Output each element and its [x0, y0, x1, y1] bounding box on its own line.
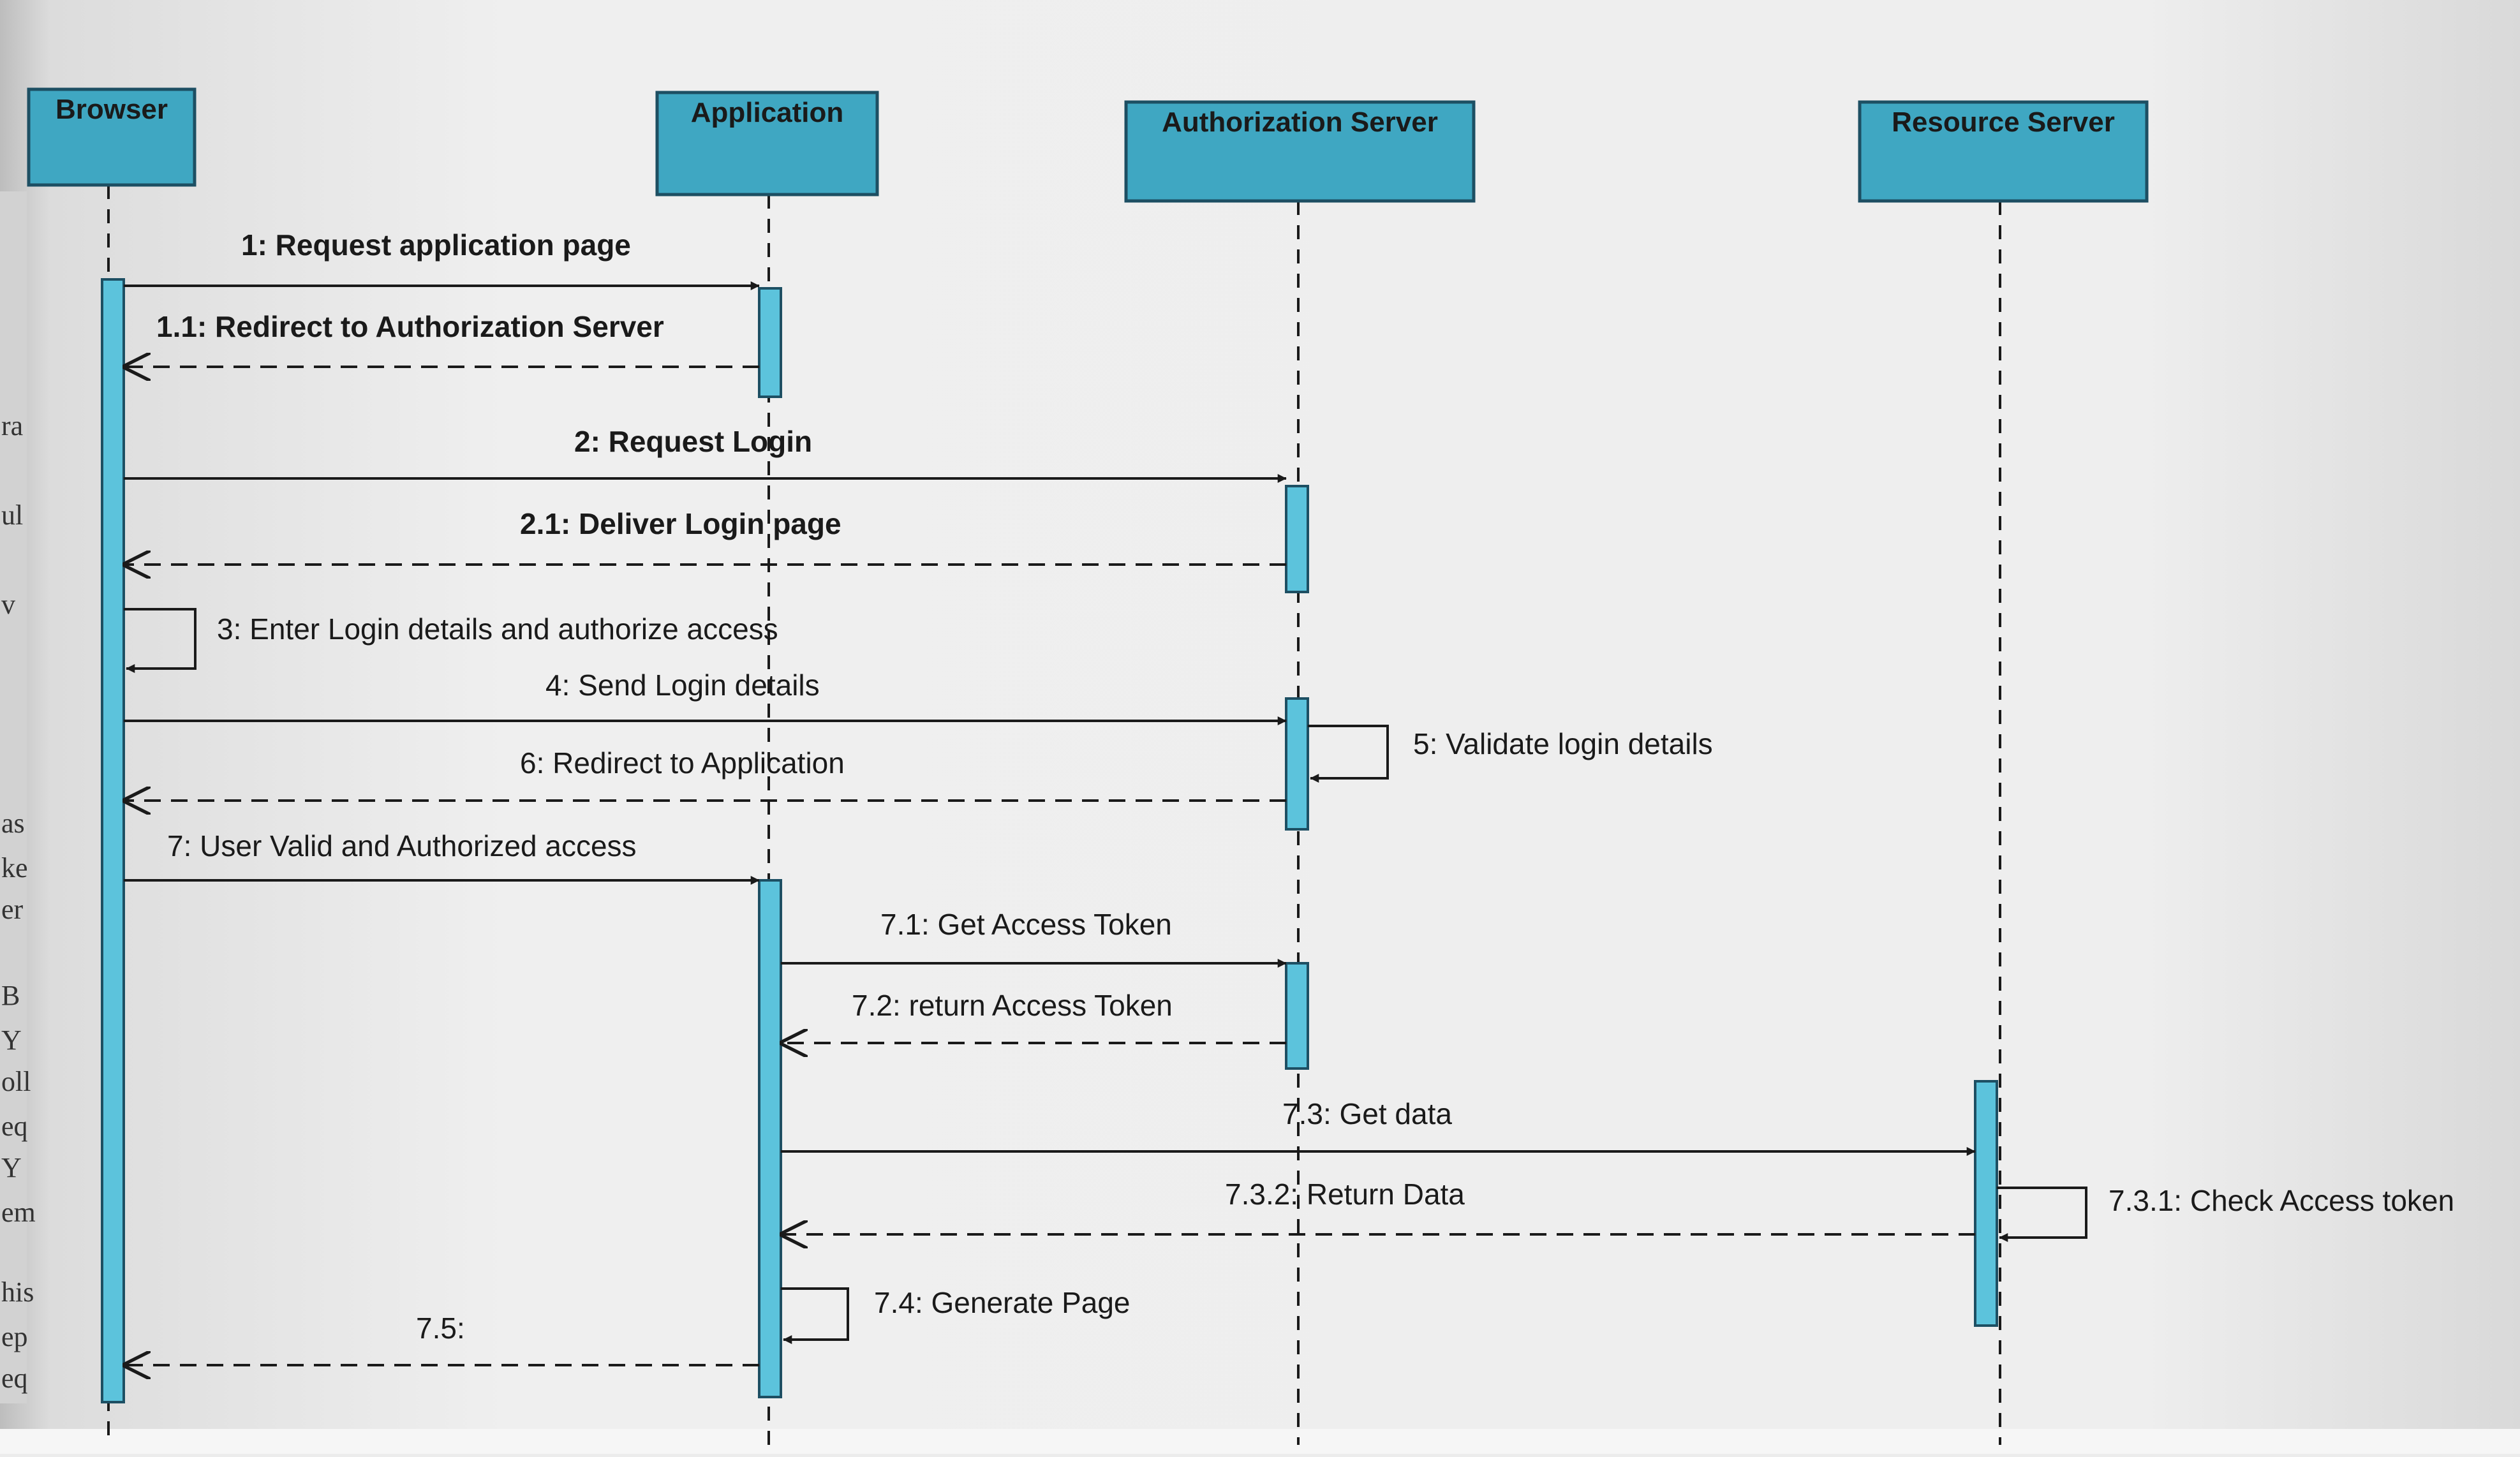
background-text-scrap: B — [1, 980, 20, 1011]
activation-bar-authserver — [1285, 697, 1309, 831]
message-arrow-m5 — [1308, 725, 1389, 783]
activation-bar-authserver — [1285, 485, 1309, 593]
message-m5: 5: Validate login details — [1308, 725, 1713, 783]
message-label-m1-1: 1.1: Redirect to Authorization Server — [156, 310, 664, 343]
participant-box-browser — [27, 87, 196, 187]
message-m7-4: 7.4: Generate Page — [781, 1286, 1130, 1344]
background-text-scrap: as — [1, 808, 25, 839]
message-label-m5: 5: Validate login details — [1413, 727, 1713, 760]
background-text-scrap: his — [1, 1276, 34, 1308]
message-label-m3: 3: Enter Login details and authorize acc… — [217, 612, 778, 646]
message-m3: 3: Enter Login details and authorize acc… — [124, 608, 778, 673]
message-m7-1: 7.1: Get Access Token — [781, 908, 1287, 968]
message-label-m7-3-1: 7.3.1: Check Access token — [2109, 1184, 2454, 1217]
activation-bar-application — [758, 287, 782, 398]
participant-box-authserver — [1124, 100, 1476, 203]
participant-label-resource: Resource Server — [1892, 107, 2115, 138]
message-arrow-m7-3-1 — [1997, 1187, 2087, 1242]
message-label-m7-2: 7.2: return Access Token — [852, 989, 1173, 1022]
message-label-m7-3: 7.3: Get data — [1282, 1097, 1452, 1130]
participant-label-authserver: Authorization Server — [1162, 107, 1438, 138]
message-arrow-m7-4 — [781, 1287, 849, 1344]
message-label-m7-1: 7.1: Get Access Token — [880, 908, 1172, 941]
activation-bar-application — [758, 879, 782, 1398]
message-label-m7-4: 7.4: Generate Page — [874, 1286, 1130, 1319]
message-label-m6: 6: Redirect to Application — [520, 746, 845, 780]
message-label-m1: 1: Request application page — [241, 228, 631, 262]
message-m2-1: 2.1: Deliver Login page — [124, 507, 1286, 565]
message-label-m4: 4: Send Login details — [545, 669, 820, 702]
messages: 1: Request application page 1.1: Redirect… — [124, 228, 2454, 1365]
participant-box-resource — [1858, 100, 2149, 203]
message-m1-1: 1.1: Redirect to Authorization Server — [124, 310, 759, 367]
message-m1: 1: Request application page — [124, 228, 760, 290]
message-m4: 4: Send Login details — [124, 669, 1287, 725]
message-m7-5: 7.5: — [124, 1312, 759, 1365]
background-text-scrap: em — [1, 1197, 36, 1228]
message-m6: 6: Redirect to Application — [124, 746, 1286, 801]
background-text-scrap: ep — [1, 1321, 28, 1352]
background-text-scrap: ra — [1, 410, 23, 441]
activation-bar-browser — [101, 278, 125, 1403]
background-text-scrap: v — [1, 589, 15, 620]
background-text-scrap: eq — [1, 1363, 28, 1394]
message-m2: 2: Request Login — [124, 425, 1287, 483]
activation-bar-resource — [1974, 1080, 1998, 1327]
background-text-scrap: Y — [1, 1024, 22, 1056]
background-text-scrap: ul — [1, 499, 23, 531]
message-m7-2: 7.2: return Access Token — [781, 989, 1286, 1043]
background-text-scrap: eq — [1, 1111, 28, 1142]
message-m7-3-2: 7.3.2: Return Data — [781, 1178, 1975, 1234]
background-text-scrap: oll — [1, 1066, 31, 1097]
message-m7-3: 7.3: Get data — [781, 1097, 1976, 1156]
background-text-scrap: ke — [1, 852, 28, 884]
background-text-scrap: er — [1, 894, 24, 925]
message-label-m2-1: 2.1: Deliver Login page — [520, 507, 841, 540]
message-label-m2: 2: Request Login — [574, 425, 812, 458]
participant-label-application: Application — [691, 97, 844, 128]
participants: Browser Application Authorization Server Re… — [27, 87, 2149, 203]
participant-label-browser: Browser — [56, 94, 168, 125]
message-arrow-m3 — [124, 608, 196, 673]
message-label-m7: 7: User Valid and Authorized access — [167, 829, 637, 862]
message-label-m7-5: 7.5: — [416, 1312, 465, 1345]
background-text-scrap: Y — [1, 1152, 22, 1183]
participant-box-application — [655, 91, 879, 196]
left-page-edge — [0, 191, 27, 1403]
monitor-bottom-bezel — [0, 1429, 2520, 1454]
activations — [101, 278, 1998, 1403]
message-m7-3-1: 7.3.1: Check Access token — [1997, 1184, 2454, 1242]
message-m7: 7: User Valid and Authorized access — [124, 829, 760, 885]
activation-bar-authserver — [1285, 962, 1309, 1070]
message-label-m7-3-2: 7.3.2: Return Data — [1225, 1178, 1465, 1211]
